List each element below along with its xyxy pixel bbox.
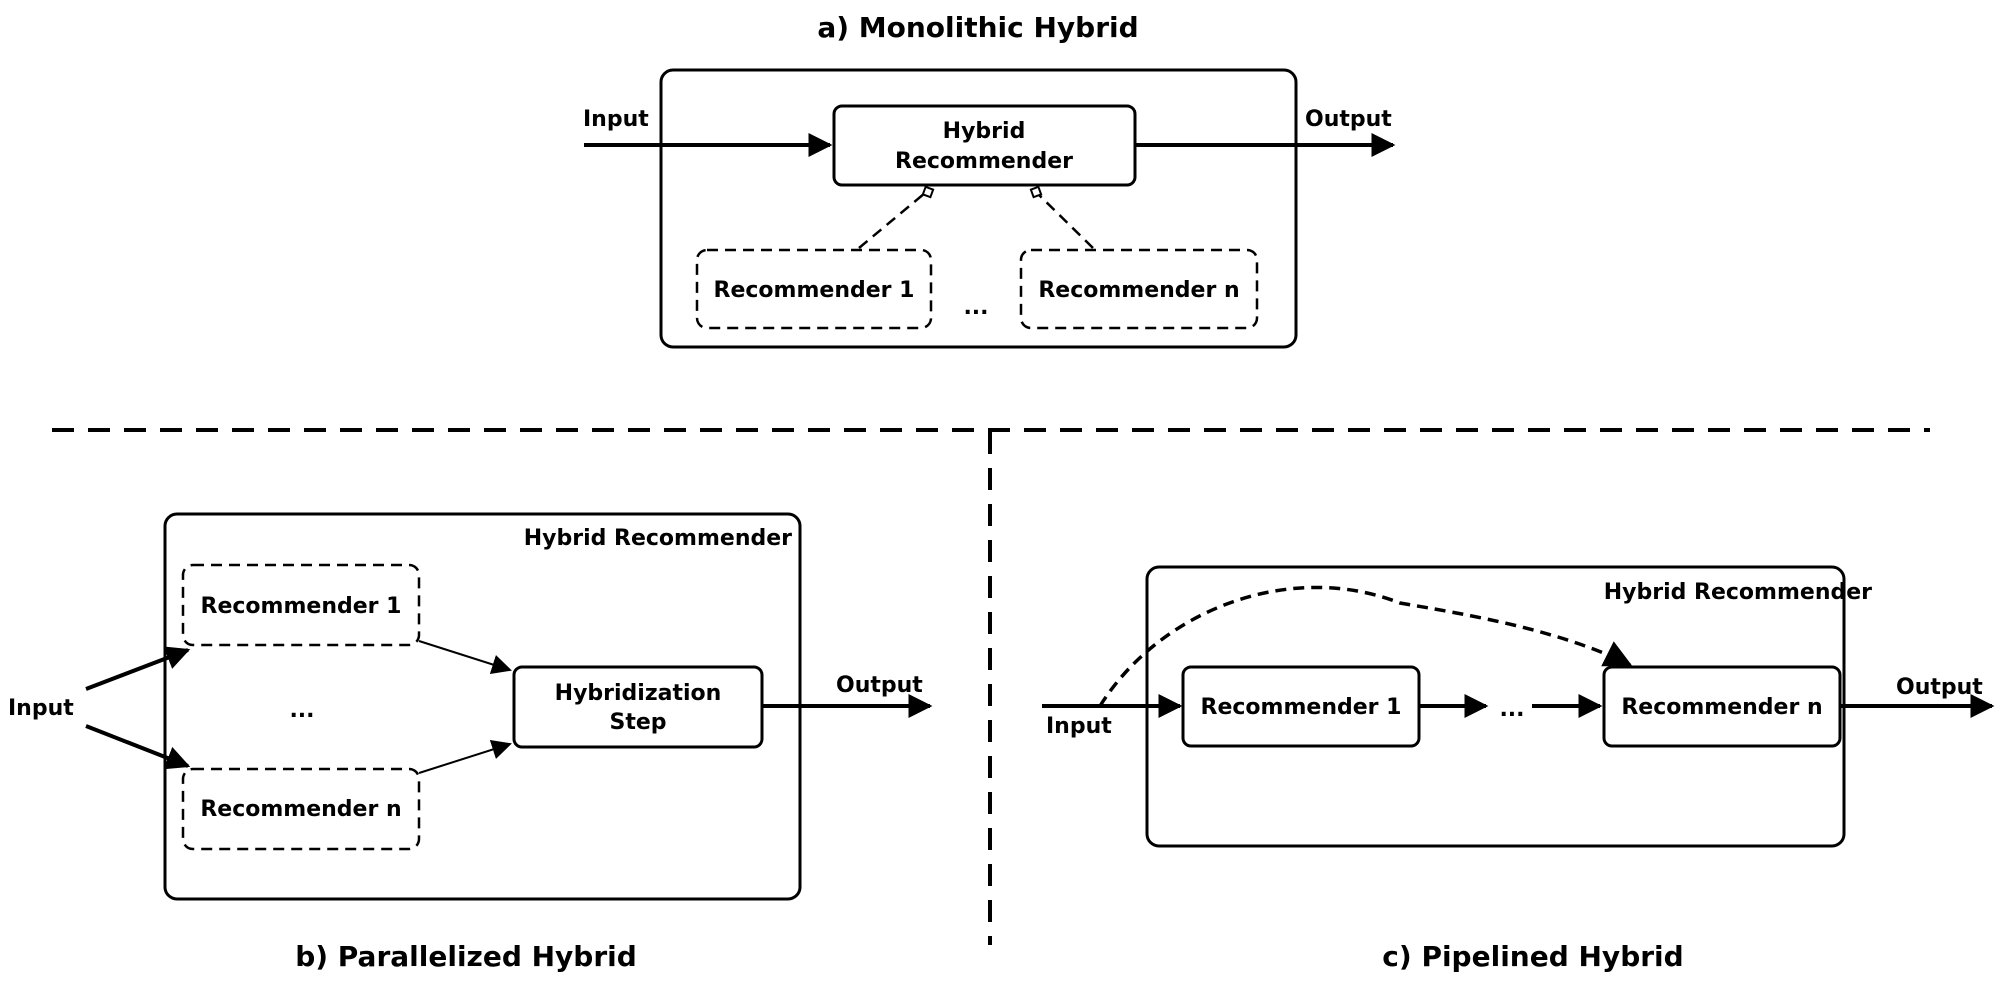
pipelined-recommender-n-label: Recommender n bbox=[1621, 695, 1822, 720]
parallelized-hybrid-section: Hybrid Recommender Input Recommender 1 .… bbox=[8, 512, 933, 973]
parallelized-title: b) Parallelized Hybrid bbox=[295, 940, 637, 973]
association-diamond-1 bbox=[921, 185, 935, 199]
pipelined-container-label: Hybrid Recommender bbox=[1604, 580, 1872, 605]
monolithic-recommender-1-box bbox=[695, 248, 933, 330]
parallelized-input-label: Input bbox=[8, 696, 74, 721]
parallelized-recommender-1-label: Recommender 1 bbox=[201, 594, 402, 619]
parallelized-input-arrow-1 bbox=[85, 646, 191, 691]
hybridization-step-box bbox=[512, 665, 764, 749]
pipelined-recommender-1-label: Recommender 1 bbox=[1201, 695, 1402, 720]
association-diamond-n bbox=[1029, 185, 1043, 199]
pipelined-output-label: Output bbox=[1896, 675, 1983, 700]
parallelized-ellipsis: ... bbox=[289, 698, 314, 723]
hybrid-recommender-line2: Recommender bbox=[895, 149, 1073, 174]
parallelized-input-arrow-n bbox=[85, 724, 191, 770]
monolithic-hybrid-section: a) Monolithic Hybrid Input Output Hybrid… bbox=[583, 11, 1396, 349]
monolithic-recommender-1-label: Recommender 1 bbox=[714, 278, 915, 303]
monolithic-title: a) Monolithic Hybrid bbox=[817, 11, 1138, 44]
pipelined-input-label: Input bbox=[1046, 714, 1112, 739]
monolithic-output-label: Output bbox=[1305, 107, 1392, 132]
monolithic-input-label: Input bbox=[583, 107, 649, 132]
parallelized-merge-arrow-1 bbox=[418, 640, 512, 675]
monolithic-ellipsis: ... bbox=[963, 295, 988, 320]
monolithic-frame bbox=[659, 68, 1298, 349]
association-line-n bbox=[1036, 192, 1094, 249]
hybridization-step-line2: Step bbox=[609, 710, 666, 735]
association-line-1 bbox=[858, 192, 926, 249]
monolithic-recommender-n-label: Recommender n bbox=[1038, 278, 1239, 303]
pipelined-title: c) Pipelined Hybrid bbox=[1382, 940, 1683, 973]
pipelined-ellipsis: ... bbox=[1499, 697, 1524, 722]
parallelized-recommender-1-box bbox=[181, 563, 421, 647]
hybridization-step-line1: Hybridization bbox=[555, 681, 722, 706]
hybrid-recommender-box bbox=[832, 104, 1137, 187]
parallelized-recommender-n-label: Recommender n bbox=[200, 797, 401, 822]
parallelized-container-label: Hybrid Recommender bbox=[524, 526, 792, 551]
parallelized-output-label: Output bbox=[836, 673, 923, 698]
parallelized-merge-arrow-n bbox=[418, 739, 512, 774]
hybrid-recommender-line1: Hybrid bbox=[943, 119, 1026, 144]
pipelined-hybrid-section: Hybrid Recommender Input Recommender 1 .… bbox=[1042, 565, 1995, 973]
pipelined-bypass-arc bbox=[1098, 585, 1633, 707]
monolithic-recommender-n-box bbox=[1019, 248, 1259, 330]
parallelized-recommender-n-box bbox=[181, 767, 421, 851]
